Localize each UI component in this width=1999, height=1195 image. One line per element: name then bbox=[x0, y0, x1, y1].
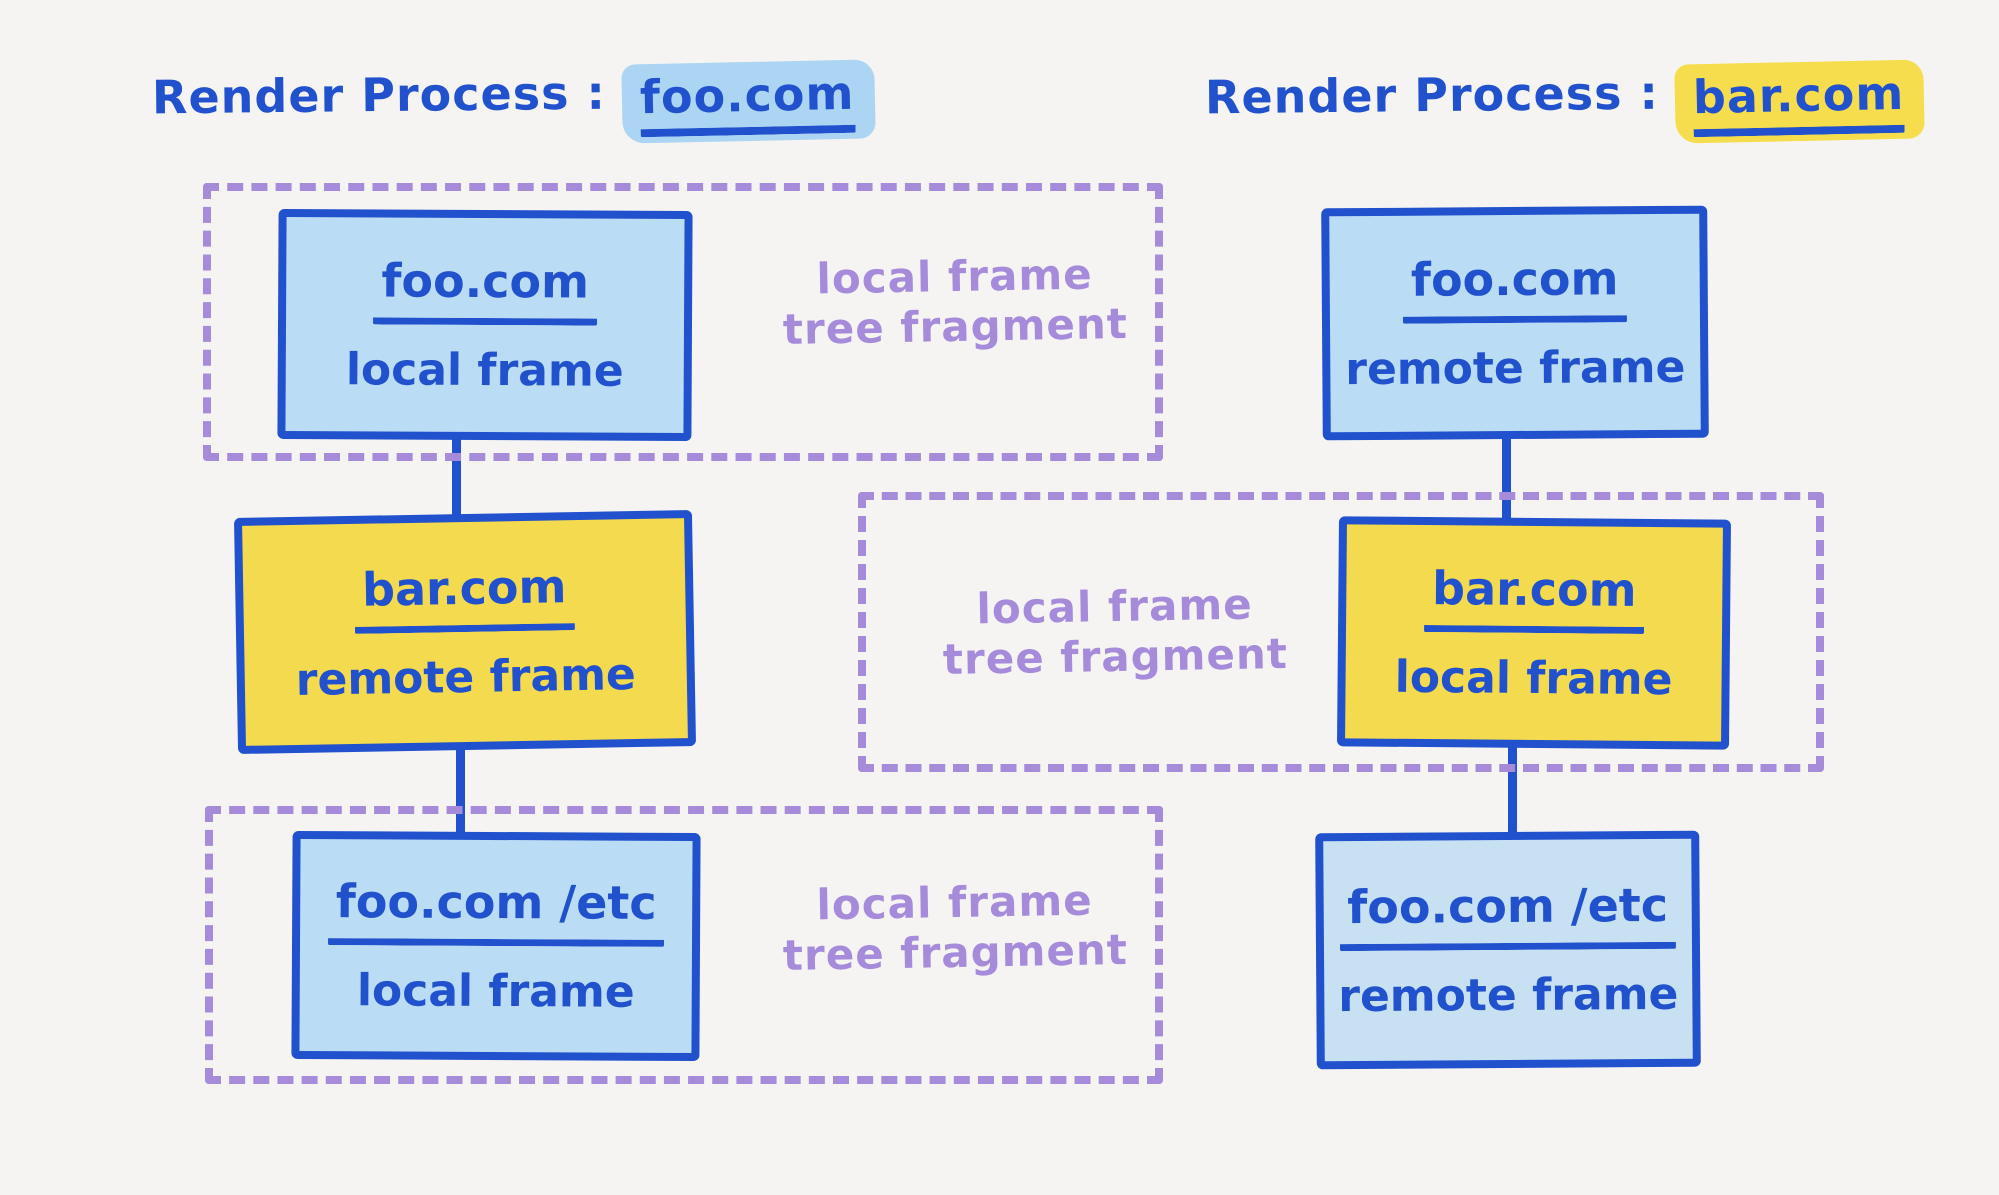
title-domain: foo.com bbox=[639, 65, 856, 138]
frame-node-type: local frame bbox=[345, 344, 624, 397]
title-prefix: Render Process : bbox=[1204, 65, 1660, 125]
frame-node-type: local frame bbox=[1394, 651, 1673, 706]
frame-node-type: remote frame bbox=[1338, 968, 1679, 1023]
fragment-label-middle: local frame tree fragment bbox=[929, 579, 1301, 686]
fragment-label-top: local frame tree fragment bbox=[769, 249, 1141, 356]
fragment-label-line1: local frame bbox=[816, 875, 1094, 930]
frame-node-fooetc-remote: foo.com /etc remote frame bbox=[1315, 830, 1701, 1070]
fragment-label-line1: local frame bbox=[816, 249, 1094, 304]
fragment-label-line1: local frame bbox=[976, 579, 1254, 634]
frame-node-bar-remote: bar.com remote frame bbox=[233, 510, 697, 754]
fragment-boundary-bottom-left bbox=[205, 806, 1163, 1084]
fragment-label-bottom: local frame tree fragment bbox=[769, 875, 1141, 982]
tree-edge bbox=[1508, 736, 1517, 842]
frame-node-domain: foo.com bbox=[373, 253, 598, 326]
fragment-boundary-middle-right bbox=[858, 492, 1824, 772]
render-process-title-foo: Render Process : foo.com bbox=[151, 59, 876, 144]
fragment-label-line2: tree fragment bbox=[782, 925, 1129, 981]
tree-edge bbox=[452, 428, 461, 524]
render-process-title-bar: Render Process : bar.com bbox=[1204, 59, 1926, 144]
frame-node-fooetc-local: foo.com /etc local frame bbox=[291, 830, 701, 1062]
frame-node-domain: foo.com /etc bbox=[1339, 877, 1677, 952]
frame-node-domain: bar.com bbox=[1423, 561, 1645, 634]
tree-edge bbox=[456, 738, 465, 842]
tree-edge bbox=[1502, 428, 1511, 528]
frame-node-bar-local: bar.com local frame bbox=[1337, 516, 1731, 750]
title-domain-highlight-yellow: bar.com bbox=[1674, 59, 1926, 144]
frame-node-foo-remote: foo.com remote frame bbox=[1321, 205, 1709, 441]
frame-node-domain: foo.com /etc bbox=[327, 874, 665, 947]
frame-node-type: remote frame bbox=[295, 649, 637, 706]
title-prefix: Render Process : bbox=[151, 65, 607, 125]
frame-node-type: local frame bbox=[356, 965, 635, 1018]
frame-node-domain: foo.com bbox=[1402, 251, 1627, 324]
fragment-boundary-top-left bbox=[203, 183, 1163, 461]
fragment-label-line2: tree fragment bbox=[782, 299, 1129, 355]
frame-node-domain: bar.com bbox=[353, 559, 576, 634]
frame-node-type: remote frame bbox=[1345, 341, 1686, 396]
frame-node-foo-local: foo.com local frame bbox=[277, 208, 693, 442]
title-domain: bar.com bbox=[1692, 65, 1905, 138]
fragment-label-line2: tree fragment bbox=[942, 629, 1289, 685]
title-domain-highlight-blue: foo.com bbox=[621, 59, 876, 144]
